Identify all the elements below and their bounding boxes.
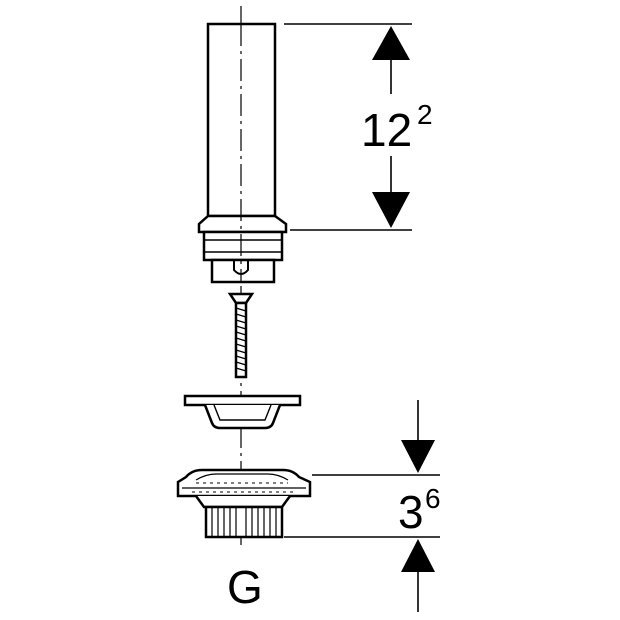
upper-arrow-up bbox=[372, 26, 410, 60]
overflow-pipe bbox=[197, 22, 288, 284]
cover-cap bbox=[183, 394, 302, 430]
lower-arrow-down bbox=[401, 440, 435, 473]
upper-dimension bbox=[284, 23, 412, 231]
thread-label: G bbox=[227, 561, 263, 613]
screw bbox=[227, 292, 255, 379]
upper-arrow-down bbox=[372, 192, 410, 228]
strainer-body bbox=[176, 468, 312, 539]
lower-dimension bbox=[284, 400, 440, 612]
upper-dimension-value: 12 bbox=[361, 104, 412, 156]
lower-dimension-value: 3 bbox=[398, 486, 424, 538]
lower-arrow-up bbox=[401, 539, 435, 572]
upper-dimension-superscript: 2 bbox=[417, 99, 433, 130]
lower-dimension-superscript: 6 bbox=[425, 483, 441, 514]
